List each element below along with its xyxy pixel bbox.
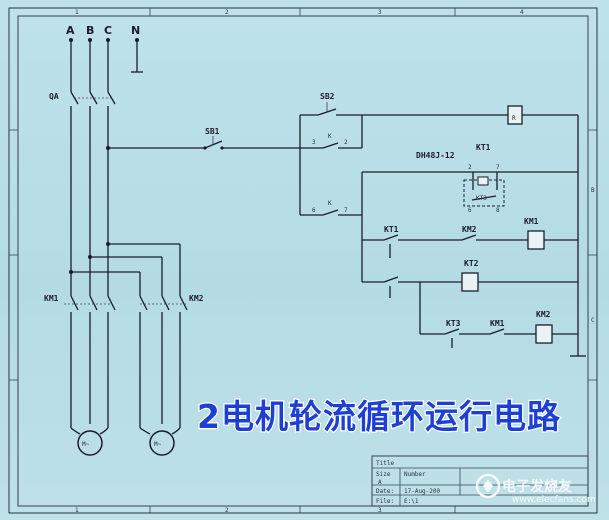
frame-number-3: 3	[378, 9, 382, 16]
km2-interlock-label: KM2	[462, 225, 477, 234]
k-contact-2-label: K	[328, 200, 332, 207]
timer-terminal-8: 8	[496, 207, 500, 214]
r-label: R	[512, 115, 516, 122]
km1-coil-label: KM1	[524, 217, 539, 226]
frame-letter-b: B	[591, 187, 595, 194]
kt3-timer-label: KT3	[476, 195, 487, 202]
terminal-3: 3	[312, 139, 316, 146]
title-block-file-label: File:	[376, 498, 394, 505]
frame-number-2: 2	[225, 9, 229, 16]
kt1-coil-label: KT1	[476, 143, 491, 152]
title-block-title: Title	[376, 460, 394, 467]
sb2-label: SB2	[320, 92, 335, 101]
phase-c-label: C	[104, 24, 112, 37]
km2-coil-label: KM2	[536, 310, 551, 319]
outer-frame	[8, 7, 598, 514]
frame-number-bottom-2: 2	[225, 507, 229, 514]
diagram-caption: 2电机轮流循环运行电路	[197, 397, 561, 436]
dh48j-label: DH48J-12	[416, 151, 455, 160]
timer-terminal-7: 7	[496, 164, 500, 171]
title-block-file-value: E:\1	[404, 498, 419, 505]
km1-interlock-label: KM1	[490, 319, 505, 328]
km2-power-label: KM2	[189, 294, 204, 303]
watermark-text: 电子发烧友	[502, 478, 572, 495]
control-circuit	[203, 102, 586, 357]
motor-1-label: M~	[82, 441, 90, 448]
frame-number-1: 1	[75, 9, 79, 16]
title-block-number-label: Number	[404, 471, 426, 478]
kt2-coil-label: KT2	[464, 259, 479, 268]
title-block-size-value: A	[378, 479, 382, 486]
frame-number-bottom-1: 1	[75, 507, 79, 514]
title-block-date-label: Date:	[376, 488, 394, 495]
motor-2-label: M~	[154, 441, 162, 448]
terminal-6: 6	[312, 207, 316, 214]
frame-number-4: 4	[520, 9, 524, 16]
qa-label: QA	[49, 92, 59, 101]
terminal-7: 7	[344, 207, 348, 214]
sb1-label: SB1	[205, 127, 220, 136]
frame-letter-c: C	[591, 317, 595, 324]
watermark: 电子发烧友 www.elecfans.com	[475, 473, 596, 505]
frame-number-bottom-3: 3	[378, 507, 382, 514]
phase-a-label: A	[66, 24, 75, 37]
watermark-url: www.elecfans.com	[512, 495, 596, 505]
k-contact-1-label: K	[328, 133, 332, 140]
km1-power-label: KM1	[44, 294, 59, 303]
inner-frame	[17, 15, 589, 507]
motor-1: M~	[77, 430, 103, 456]
timer-terminal-6: 6	[468, 207, 472, 214]
power-conductors	[64, 40, 205, 435]
phase-b-label: B	[86, 24, 94, 37]
phase-n-label: N	[131, 24, 140, 37]
motor-2: M~	[149, 430, 175, 456]
title-block-size-label: Size	[376, 471, 391, 478]
terminal-2: 2	[344, 139, 348, 146]
timer-terminal-2: 2	[468, 164, 472, 171]
title-block-date-value: 17-Aug-200	[404, 488, 441, 495]
kt1-contact-label: KT1	[384, 225, 399, 234]
kt3-contact-label: KT3	[446, 319, 461, 328]
